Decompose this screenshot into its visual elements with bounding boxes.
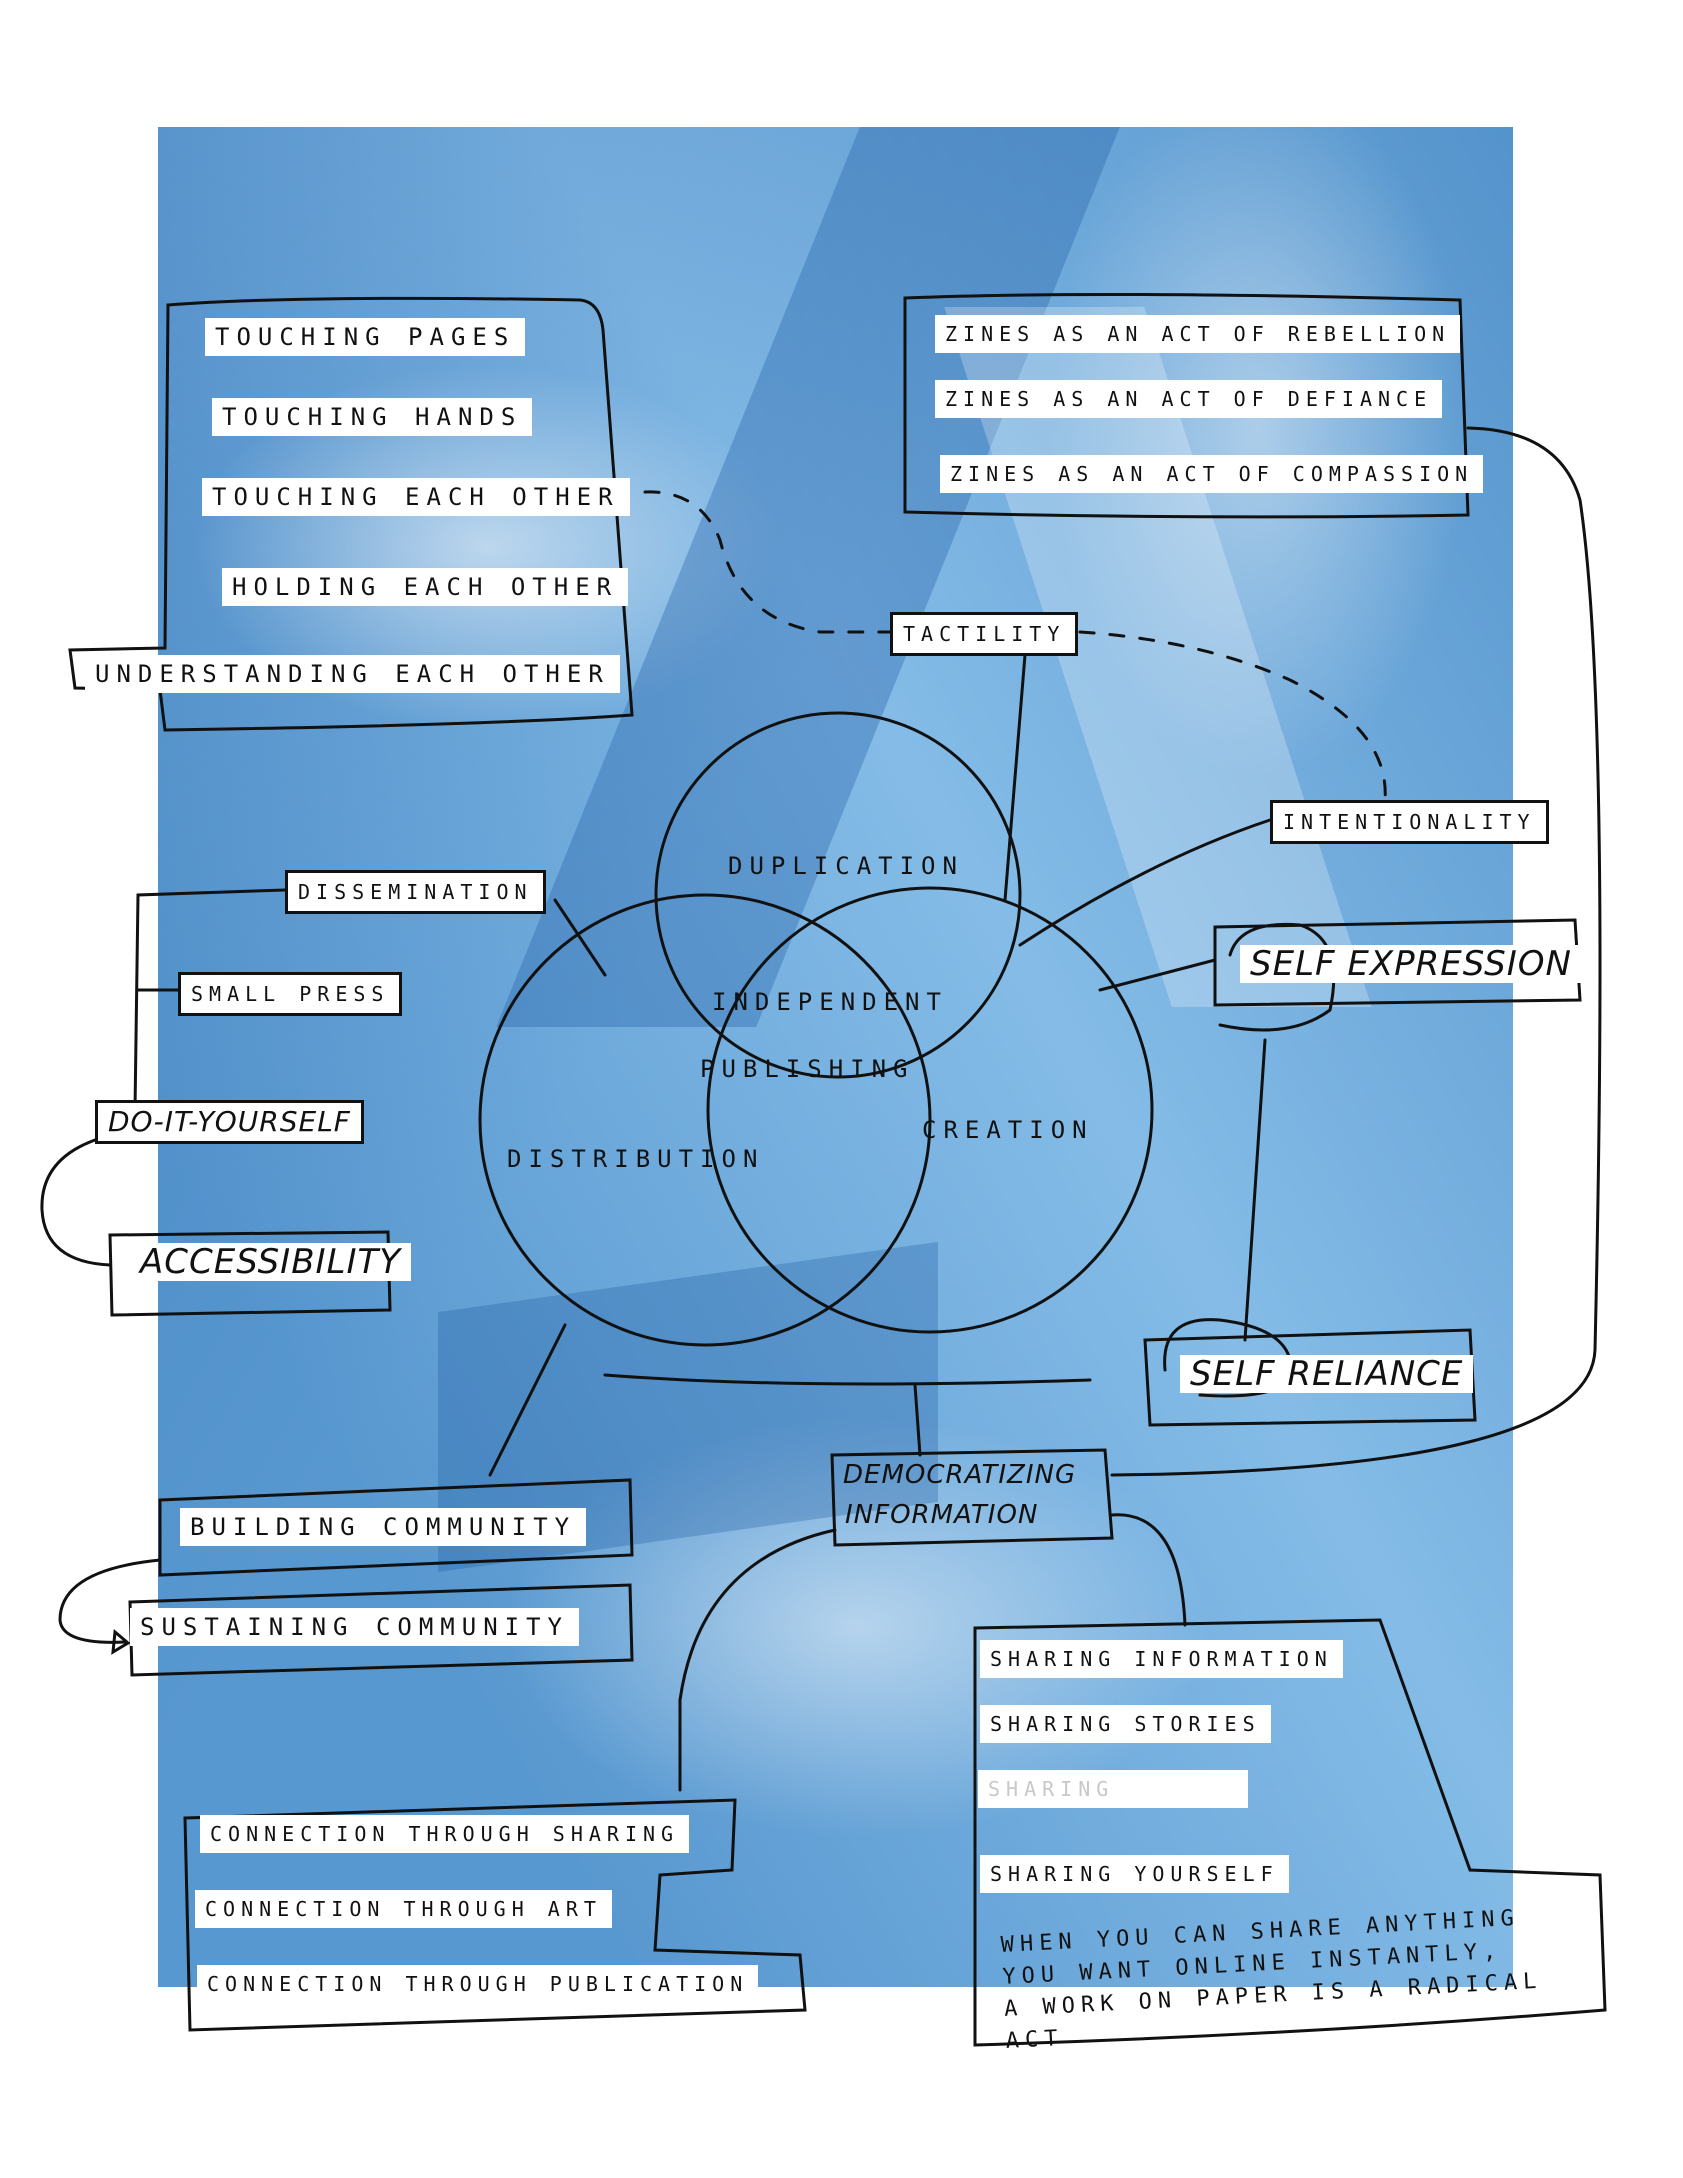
touch-item: TOUCHING PAGES [205,318,526,356]
democratizing-label: INFORMATION [845,1500,1039,1530]
sharing-item: SHARING INFORMATION [980,1640,1343,1678]
sharing-item: SHARING [978,1770,1248,1808]
zines-item: ZINES AS AN ACT OF REBELLION [935,315,1461,353]
touch-item: TOUCHING EACH OTHER [202,478,630,516]
tactility-label: TACTILITY [890,612,1079,656]
democratizing-label: DEMOCRATIZING [843,1460,1077,1490]
connector-diy-to-accessibility [40,1138,112,1267]
self-expression-label: SELF EXPRESSION [1240,945,1582,983]
venn-center-label: INDEPENDENT [712,988,948,1016]
dissemination-label: DISSEMINATION [285,870,546,914]
sharing-item: SHARING STORIES [980,1705,1271,1743]
touch-item: UNDERSTANDING EACH OTHER [85,655,620,693]
touch-item: TOUCHING HANDS [212,398,533,436]
small-press-label: SMALL PRESS [178,972,403,1016]
touch-item: HOLDING EACH OTHER [222,568,629,606]
venn-center-label: PUBLISHING [700,1055,915,1083]
community-item: SUSTAINING COMMUNITY [130,1608,579,1646]
zines-item: ZINES AS AN ACT OF COMPASSION [940,455,1484,493]
venn-creation-label: CREATION [922,1116,1094,1144]
community-item: BUILDING COMMUNITY [180,1508,587,1546]
connection-item: CONNECTION THROUGH PUBLICATION [197,1965,759,2003]
arrowhead-icon [111,1629,131,1655]
self-reliance-label: SELF RELIANCE [1180,1355,1474,1393]
connection-item: CONNECTION THROUGH ART [195,1890,612,1928]
venn-duplication-label: DUPLICATION [728,852,964,880]
accessibility-label: ACCESSIBILITY [130,1243,412,1281]
sharing-item: SHARING YOURSELF [980,1855,1289,1893]
intentionality-label: INTENTIONALITY [1270,800,1549,844]
diy-label: DO-IT-YOURSELF [95,1100,364,1144]
connection-item: CONNECTION THROUGH SHARING [200,1815,690,1853]
venn-distribution-label: DISTRIBUTION [507,1145,765,1173]
zines-item: ZINES AS AN ACT OF DEFIANCE [935,380,1443,418]
